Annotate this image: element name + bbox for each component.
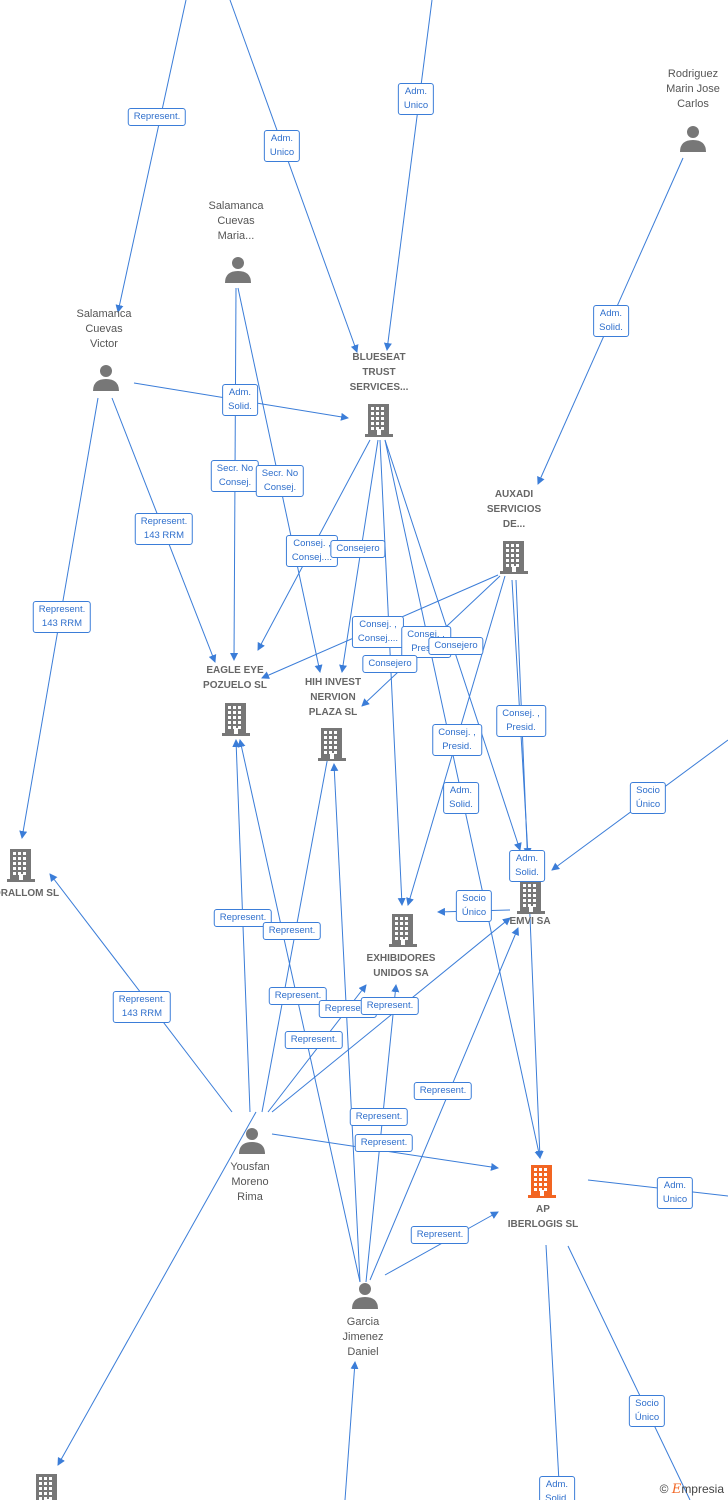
edge-label[interactable]: Represent. [268,987,328,1005]
edge-label[interactable]: Represent. [410,1226,470,1244]
building-icon[interactable] [318,727,348,766]
building-icon[interactable] [517,880,547,919]
copyright-symbol: © [659,1482,669,1496]
building-icon[interactable] [528,1164,558,1203]
person-icon[interactable] [223,254,253,289]
person-icon[interactable] [350,1280,380,1315]
edge-label[interactable]: Represent. [360,997,420,1015]
edge-line [365,984,400,1283]
edge-line [115,0,187,313]
edge-label[interactable]: Consejero [330,540,386,558]
edge-label[interactable]: Consejero [362,655,418,673]
edge-label[interactable]: Represent. [213,909,273,927]
edge-line [369,927,519,1281]
edge-label[interactable]: Consejero [428,637,484,655]
edge-line [229,0,359,353]
edge-line [237,739,361,1283]
building-icon[interactable] [33,1473,63,1500]
edge-label[interactable]: Represent.143 RRM [112,991,172,1023]
edge-line [330,763,361,1283]
person-icon[interactable] [678,123,708,158]
node-label: EMVI SA [509,916,551,927]
brand-logo-initial: E [671,1482,682,1497]
edge-label[interactable]: Adm.Unico [397,83,435,115]
building-icon[interactable] [389,913,419,952]
edge-label[interactable]: Adm.Solid. [443,782,479,814]
edge-label[interactable]: Adm.Unico [263,130,301,162]
building-icon[interactable] [222,702,252,741]
edge-label[interactable]: Adm.Solid. [222,384,258,416]
edge-label[interactable]: Consej. ,Presid. [496,705,546,737]
person-icon[interactable] [91,362,121,397]
person-icon[interactable] [237,1125,267,1160]
node-label: ORALLOM SL [0,888,60,899]
edge-label[interactable]: Represent. [262,922,322,940]
edge-label[interactable]: Represent. [413,1082,473,1100]
building-icon[interactable] [500,540,530,579]
company-node-orallom[interactable]: ORALLOM SL [0,886,59,901]
edge-line [383,0,433,351]
edge-line [545,1244,561,1500]
edge-label[interactable]: Adm.Solid. [593,305,629,337]
edge-line [57,1111,257,1466]
edge-label[interactable]: Represent.143 RRM [134,513,194,545]
edge-label[interactable]: Adm.Solid. [539,1476,575,1500]
edge-line [567,1245,691,1500]
edge-label[interactable]: Represent.143 RRM [32,601,92,633]
edge-line [344,1361,359,1500]
brand-name: mpresia [681,1482,724,1496]
edge-label[interactable]: Consej. ,Consej.... [351,616,405,648]
edge-label[interactable]: Represent. [284,1031,344,1049]
building-icon[interactable] [365,403,395,442]
building-icon[interactable] [7,848,37,887]
edge-label[interactable]: Represent. [354,1134,414,1152]
edge-line [271,917,511,1113]
edge-label[interactable]: Represent. [349,1108,409,1126]
edge-label[interactable]: Consej. ,Presid. [432,724,482,756]
edge-label[interactable]: Adm.Solid. [509,850,545,882]
edge-label[interactable]: Represent. [127,108,187,126]
brand-watermark: © Empresia [660,1482,724,1497]
edge-label[interactable]: Adm.Unico [656,1177,694,1209]
company-node-emvi[interactable]: EMVI SA [509,914,550,929]
